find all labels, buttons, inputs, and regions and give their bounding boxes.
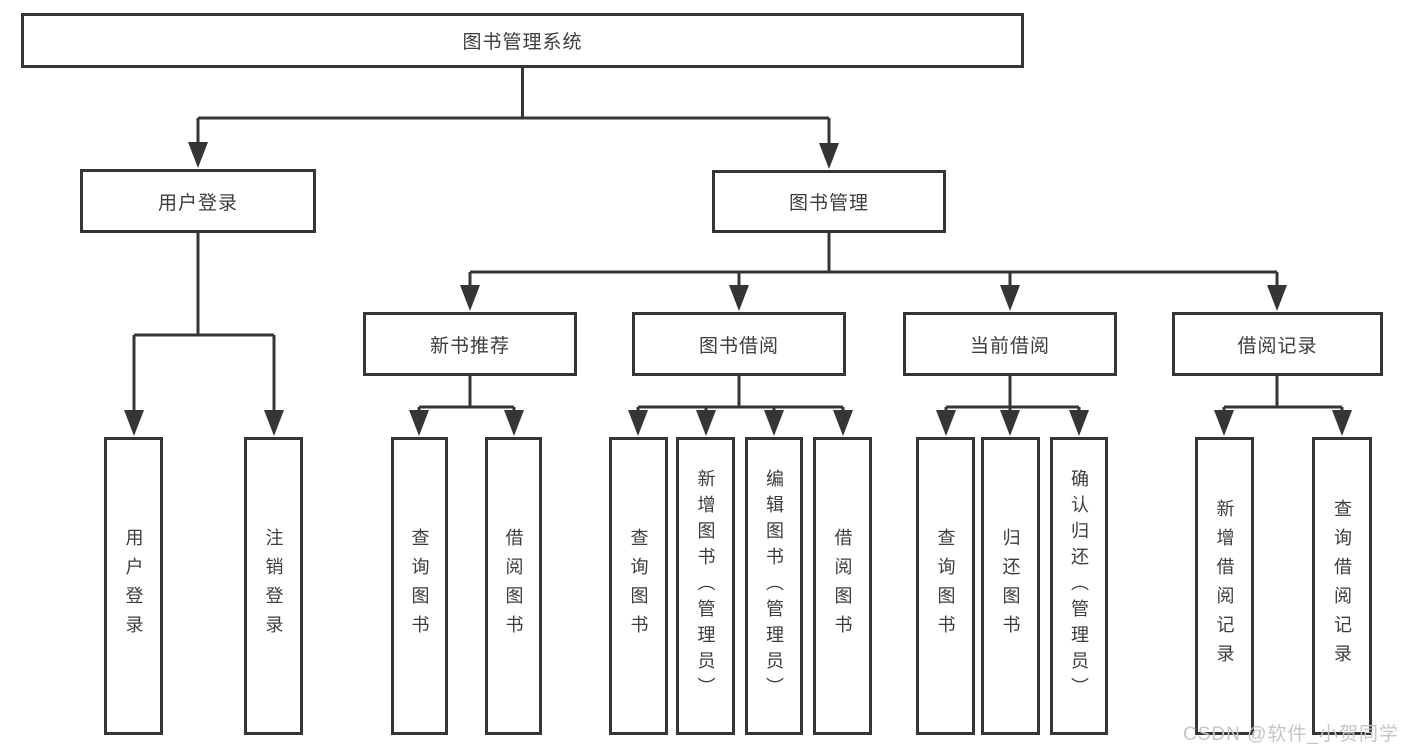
leaf-logout: 注销登录 bbox=[244, 437, 303, 735]
node-book-borrowing: 图书借阅 bbox=[632, 312, 846, 376]
leaf-query-books-recommend: 查询图书 bbox=[391, 437, 448, 735]
node-borrowing-records: 借阅记录 bbox=[1172, 312, 1383, 376]
leaf-borrow-books: 借阅图书 bbox=[813, 437, 872, 735]
node-new-book-recommendation: 新书推荐 bbox=[363, 312, 577, 376]
leaf-confirm-return-admin: 确认归还（管理员） bbox=[1050, 437, 1108, 735]
node-current-borrowing: 当前借阅 bbox=[903, 312, 1117, 376]
leaf-edit-books-admin: 编辑图书（管理员） bbox=[745, 437, 803, 735]
leaf-add-borrow-record: 新增借阅记录 bbox=[1195, 437, 1254, 735]
leaf-borrow-books-recommend: 借阅图书 bbox=[485, 437, 542, 735]
node-library-management-system: 图书管理系统 bbox=[21, 13, 1024, 68]
leaf-query-books-borrow: 查询图书 bbox=[609, 437, 668, 735]
leaf-add-books-admin: 新增图书（管理员） bbox=[676, 437, 735, 735]
node-book-management: 图书管理 bbox=[712, 170, 946, 233]
leaf-return-books: 归还图书 bbox=[981, 437, 1040, 735]
leaf-query-books-current: 查询图书 bbox=[916, 437, 975, 735]
leaf-user-login: 用户登录 bbox=[104, 437, 163, 735]
node-user-login: 用户登录 bbox=[80, 169, 316, 233]
leaf-query-borrow-record: 查询借阅记录 bbox=[1312, 437, 1372, 735]
watermark: CSDN @软件_小贺同学 bbox=[1183, 724, 1399, 745]
